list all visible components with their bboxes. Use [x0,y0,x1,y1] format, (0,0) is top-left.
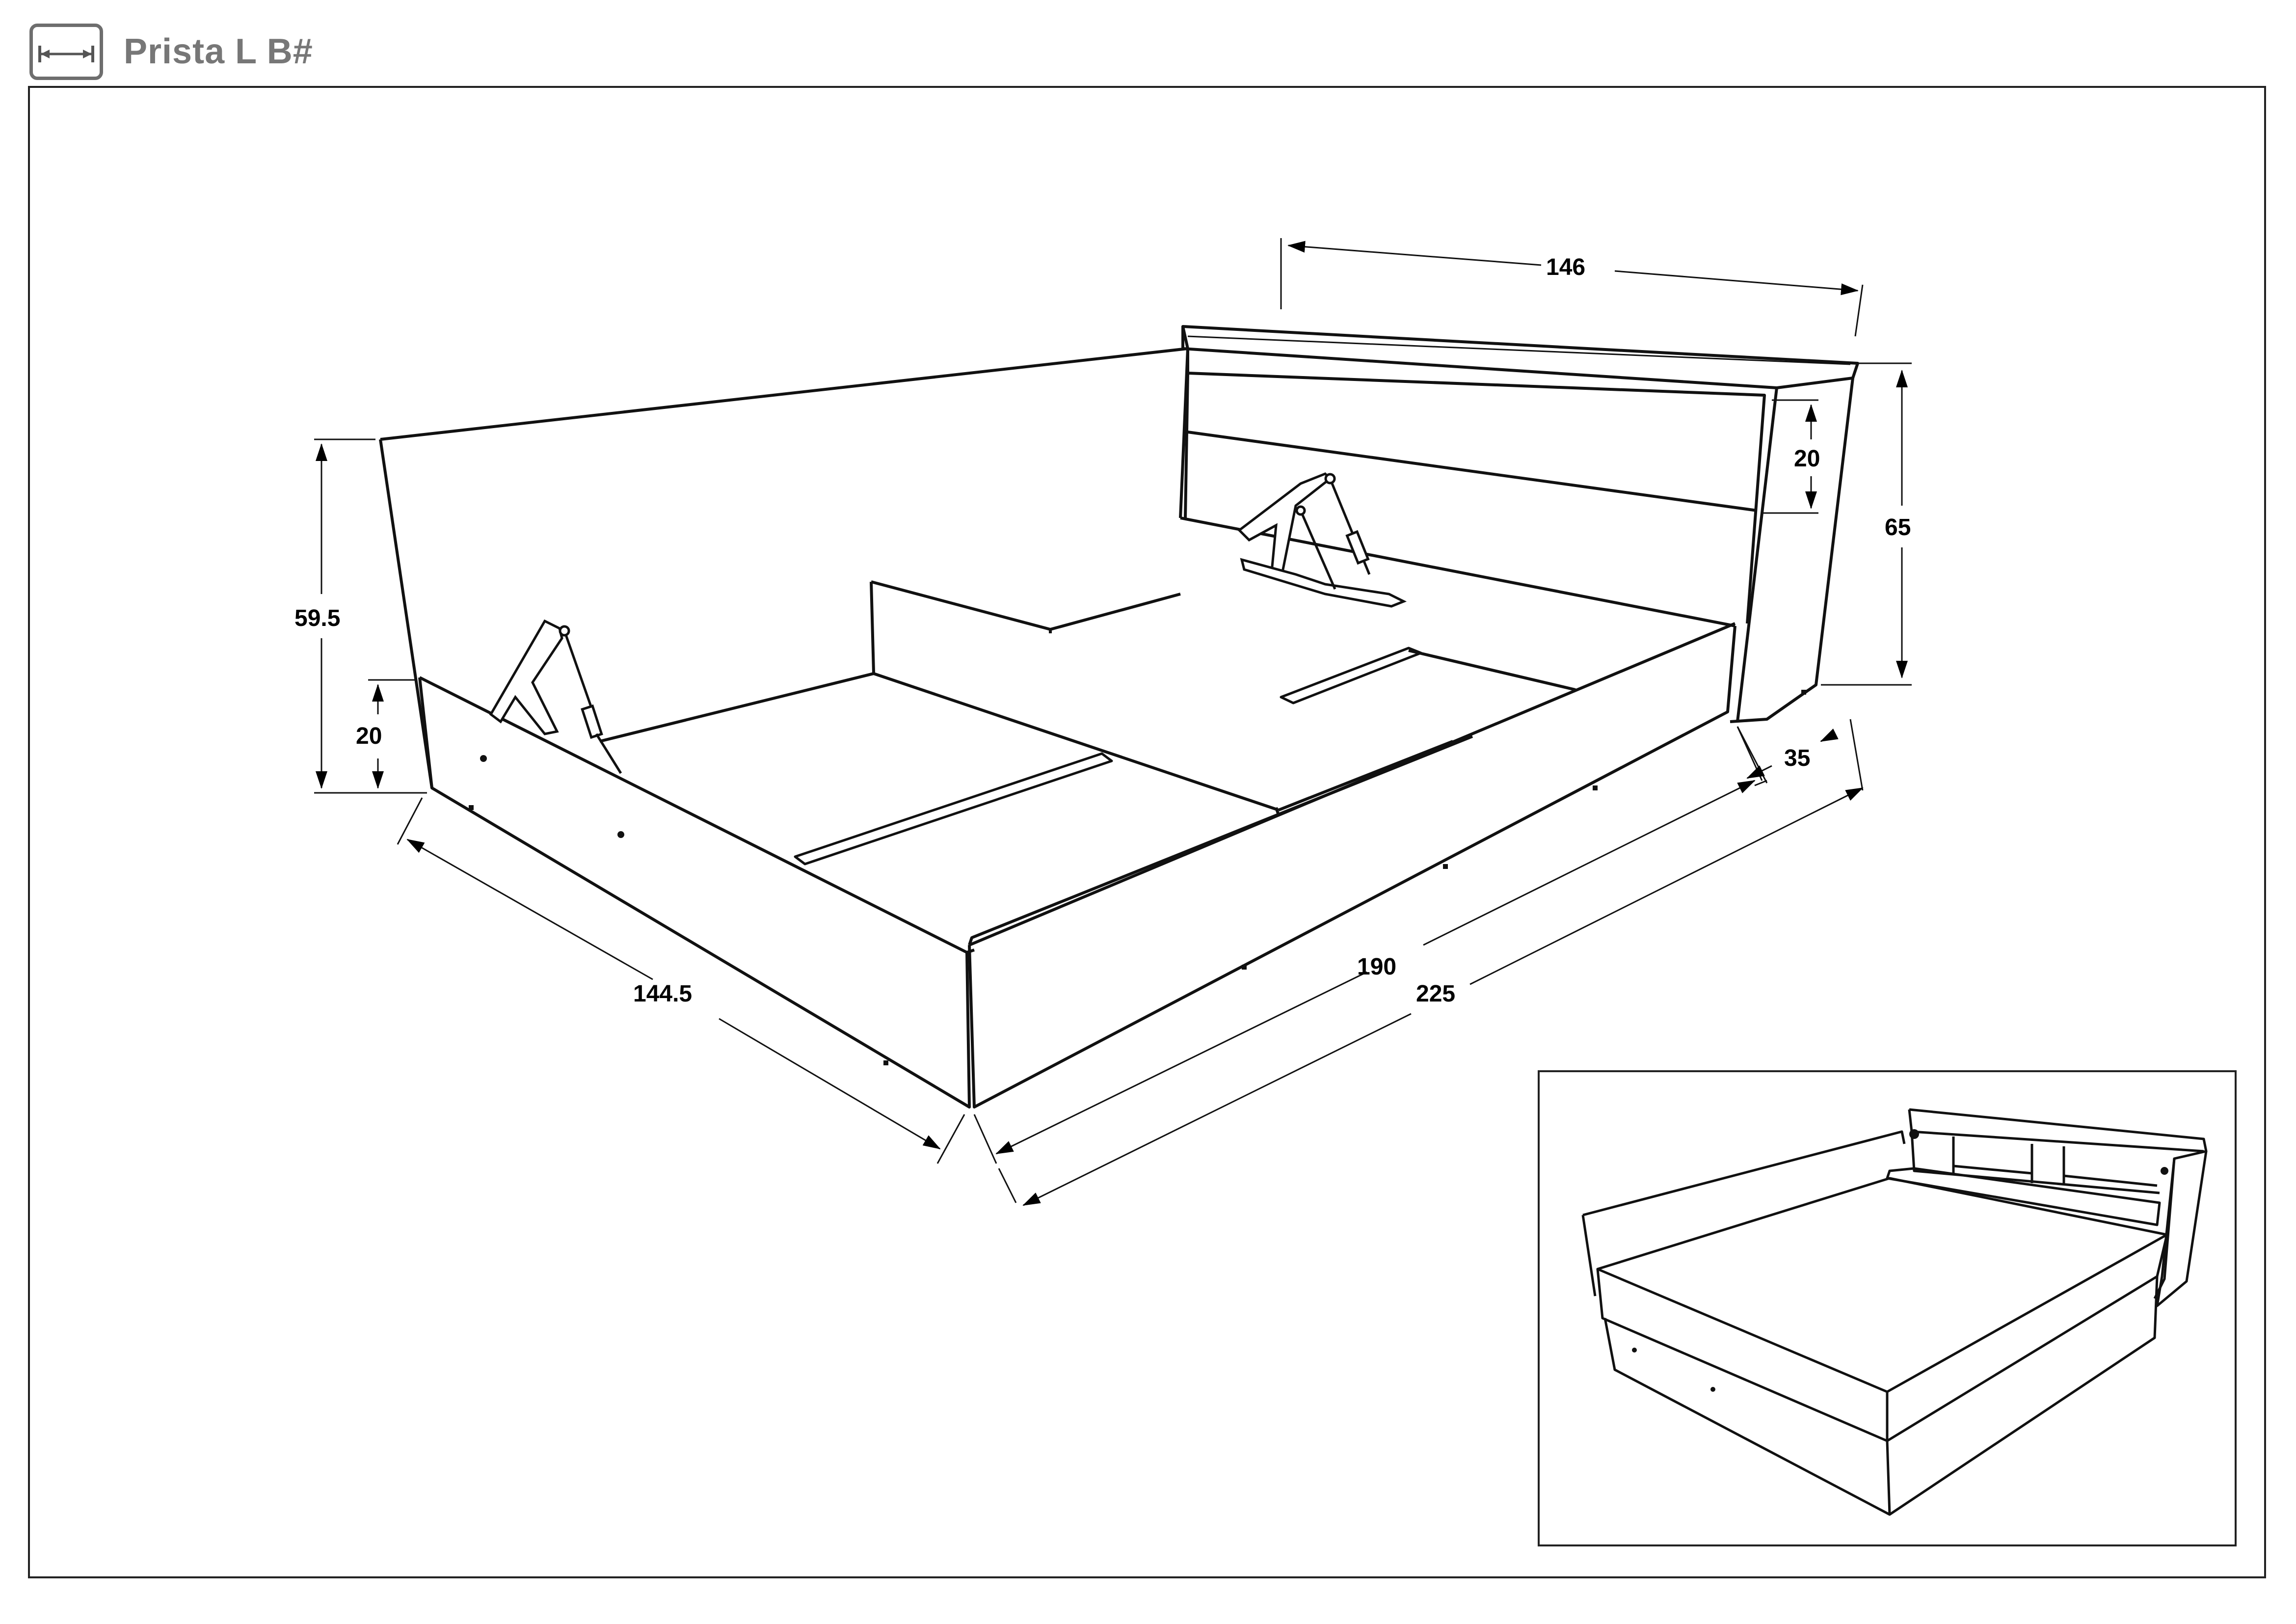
bed-outline [379,325,1859,1109]
dimension-lines [314,238,1912,1206]
inset-assembled-bed [1581,1108,2208,1516]
drawing-frame [28,86,2266,1578]
dim-label-225: 225 [1416,981,1455,1007]
dimension-arrows-icon [29,23,103,80]
dim-label-20-right: 20 [1794,446,1820,472]
gas-lift-mechanism-left [489,619,622,774]
dim-label-144-5: 144.5 [633,981,692,1007]
dim-label-65: 65 [1885,514,1911,541]
feet-marks [469,690,1806,1065]
dim-label-146: 146 [1546,254,1585,280]
page-title: Prista L B# [124,32,313,71]
dim-label-35: 35 [1784,745,1810,771]
inset-frame [1538,1070,2237,1546]
inset-details [1632,1129,2168,1392]
header: Prista L B# [29,20,313,83]
gas-lift-mechanism-right [1237,472,1407,608]
dim-label-59-5: 59.5 [294,605,340,631]
dim-label-20-left: 20 [356,723,382,749]
dim-label-190: 190 [1357,954,1396,980]
